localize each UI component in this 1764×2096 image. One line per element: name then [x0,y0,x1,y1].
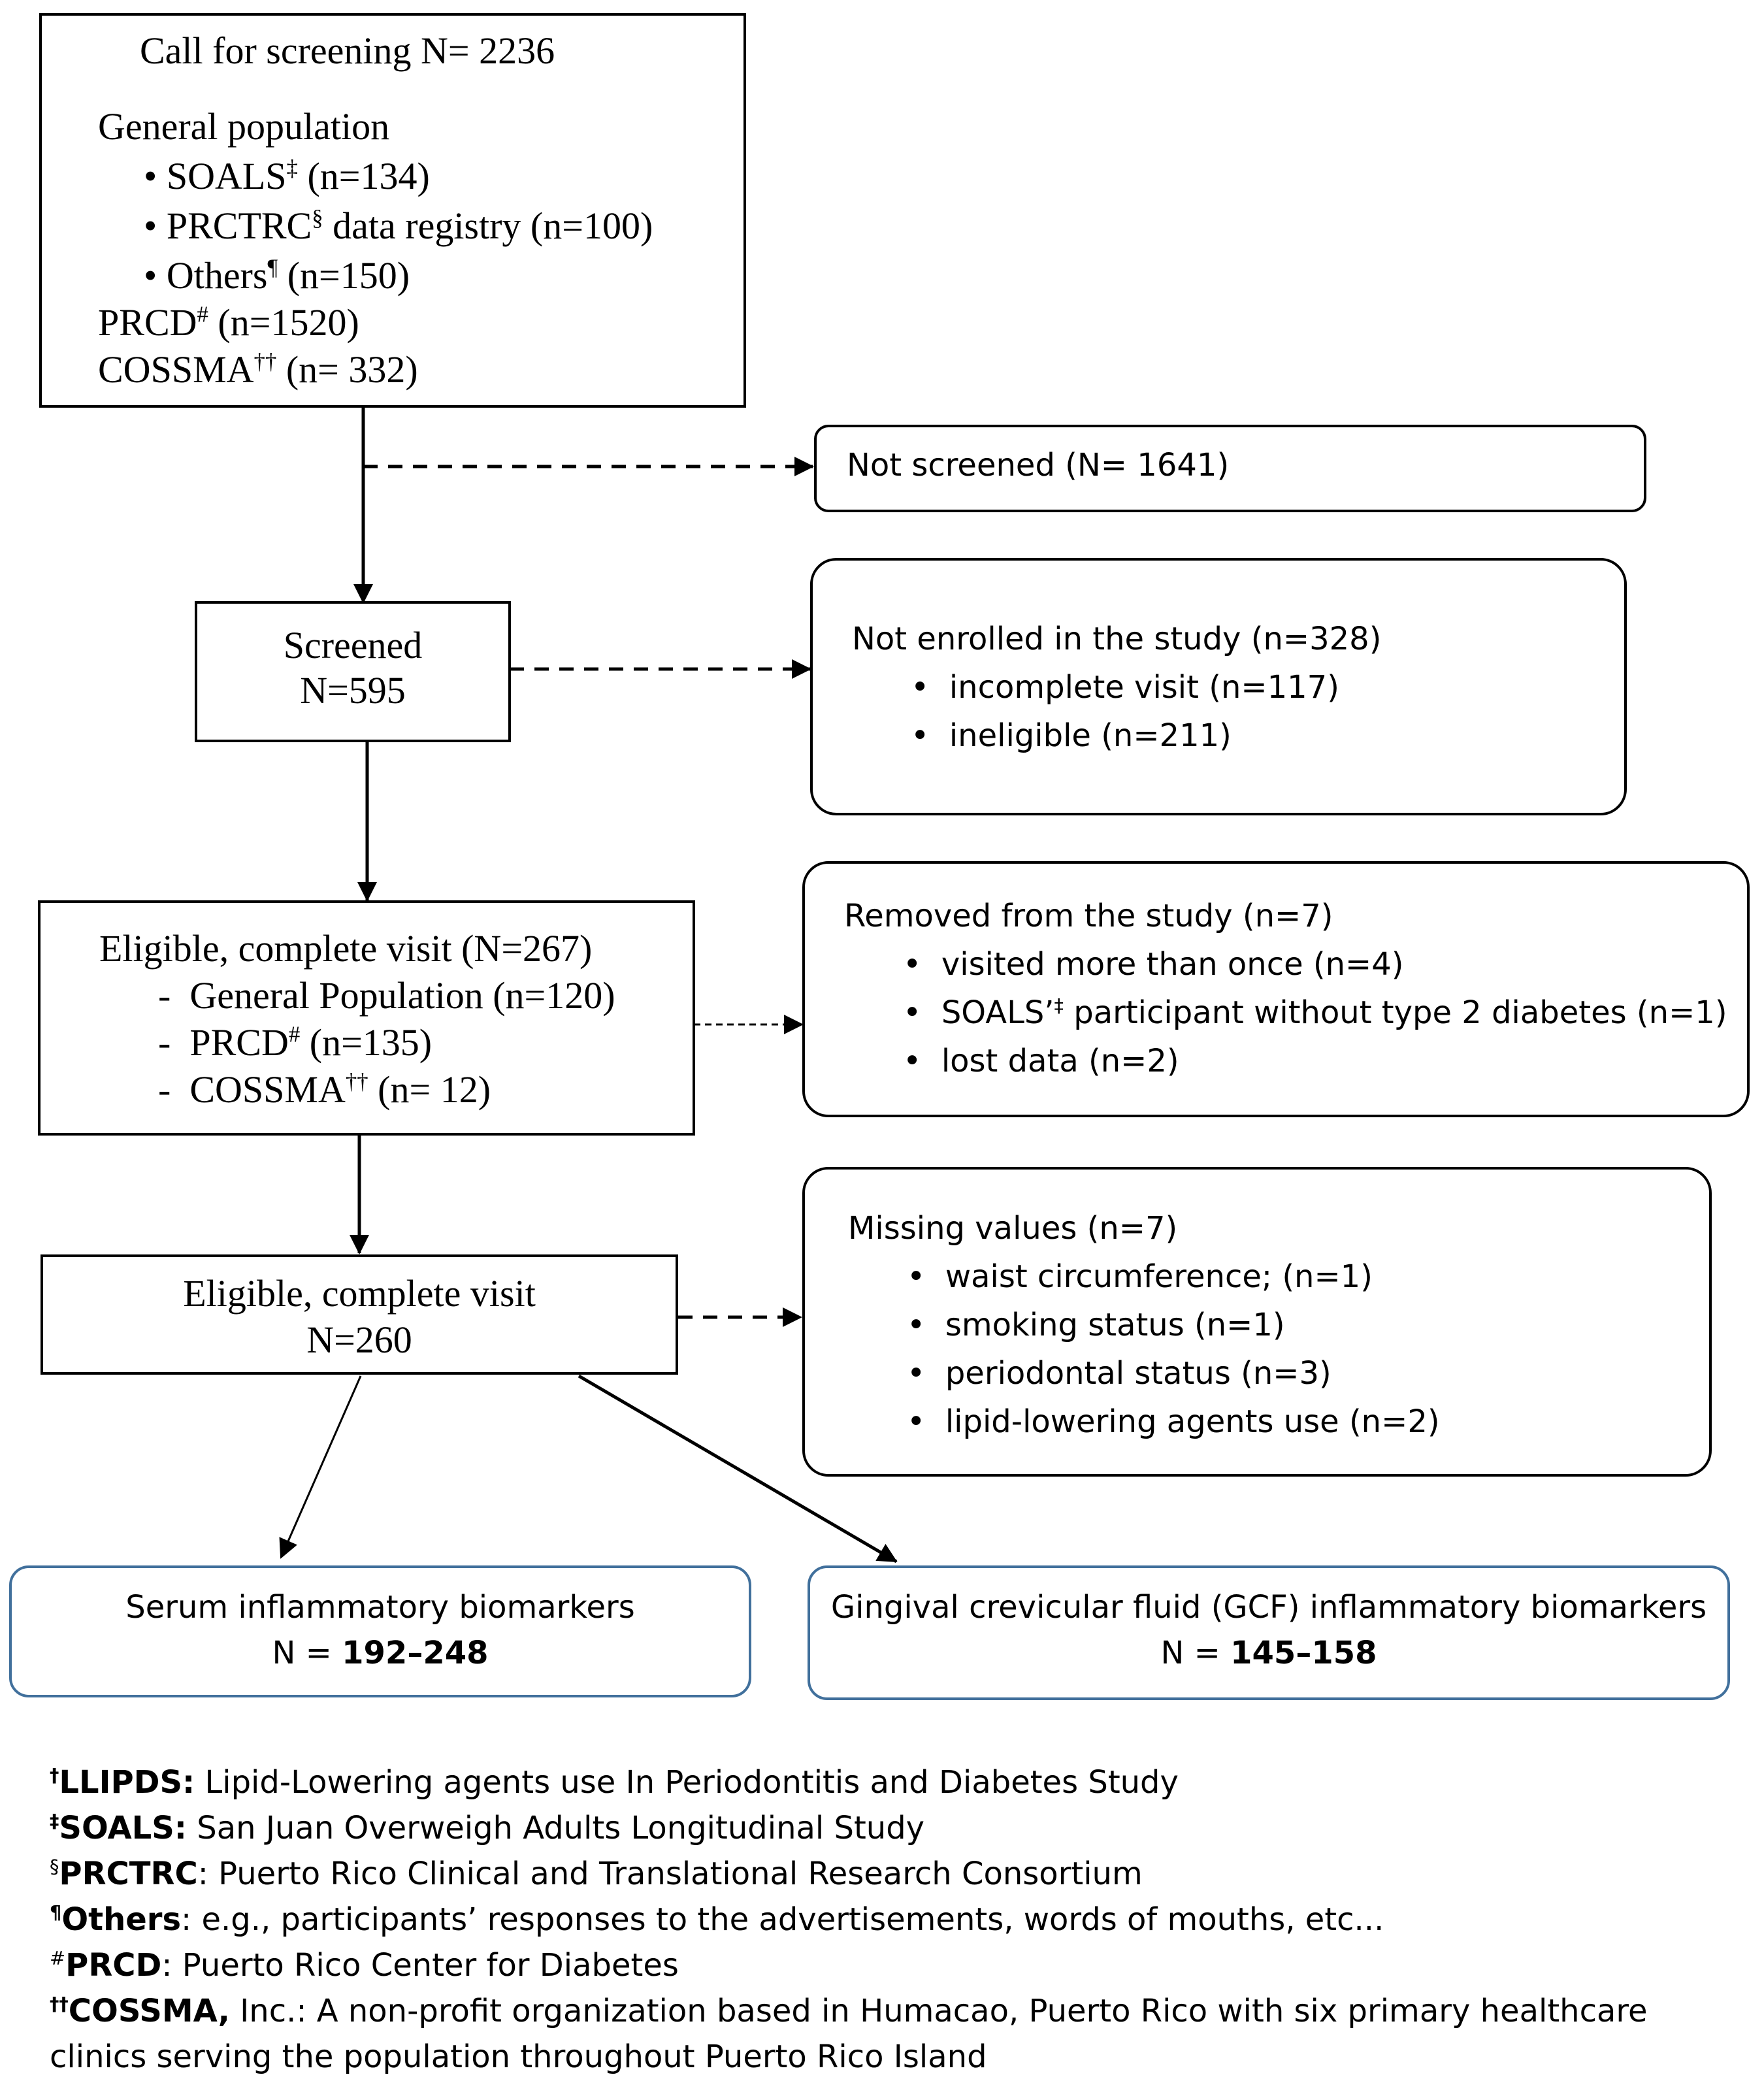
list-item-general: - General Population (n=120) [158,974,615,1017]
footnote: †LLIPDS: Lipid-Lowering agents use In Pe… [50,1764,1179,1801]
footnote: §PRCTRC: Puerto Rico Clinical and Transl… [50,1856,1143,1892]
list-item-prctrc: • PRCTRC§ data registry (n=100) [144,205,653,247]
arrow-to-gcf [578,1374,898,1564]
dash-icon: - [158,1068,190,1111]
list-item: • waist circumference; (n=1) [907,1258,1373,1295]
eligible-final-box: Eligible, complete visit N=260 [41,1254,678,1375]
list-item-prcd: PRCD# (n=1520) [98,301,359,344]
list-item-cossma: - COSSMA†† (n= 12) [158,1068,491,1111]
list-item: • smoking status (n=1) [907,1307,1285,1343]
bullet-icon: • [907,1307,945,1343]
gcf-count: N = 145–158 [1160,1635,1377,1671]
general-population-label: General population [98,105,390,148]
not-enrolled-title: Not enrolled in the study (n=328) [852,621,1382,657]
bullet-icon: • [903,994,941,1031]
gcf-title: Gingival crevicular fluid (GCF) inflamma… [830,1589,1707,1626]
not-enrolled-box: Not enrolled in the study (n=328) • inco… [810,558,1627,815]
missing-title: Missing values (n=7) [848,1210,1178,1247]
footnote-continuation: clinics serving the population throughou… [50,2039,987,2075]
bullet-icon: • [144,205,167,247]
serum-count: N = 192–248 [272,1635,489,1671]
bullet-icon: • [903,946,941,983]
gcf-biomarkers-box: Gingival crevicular fluid (GCF) inflamma… [808,1565,1730,1700]
list-item: • periodontal status (n=3) [907,1355,1331,1392]
list-item: • lost data (n=2) [903,1043,1179,1079]
list-item: • SOALS’‡ participant without type 2 dia… [903,994,1727,1031]
missing-values-box: Missing values (n=7) • waist circumferen… [802,1167,1712,1477]
list-item-prcd: - PRCD# (n=135) [158,1021,433,1064]
not-screened-label: Not screened (N= 1641) [847,447,1230,483]
not-screened-box: Not screened (N= 1641) [814,425,1646,512]
footnote: ¶Others: e.g., participants’ responses t… [50,1901,1384,1938]
arrow-to-serum [279,1375,362,1559]
footnote: ††COSSMA, Inc.: A non-profit organizatio… [50,1993,1648,2029]
screened-box: Screened N=595 [195,601,511,742]
dash-icon: - [158,974,190,1017]
eligible-complete-visit-box: Eligible, complete visit (N=267) - Gener… [38,900,695,1136]
list-item: • lipid-lowering agents use (n=2) [907,1403,1440,1440]
removed-box: Removed from the study (n=7) • visited m… [802,861,1750,1117]
serum-biomarkers-box: Serum inflammatory biomarkers N = 192–24… [9,1565,751,1697]
list-item-soals: • SOALS‡ (n=134) [144,155,430,197]
bullet-icon: • [144,254,167,297]
screened-label: Screened [283,624,423,666]
eligible-final-count: N=260 [306,1318,412,1361]
list-item: • ineligible (n=211) [911,717,1232,754]
footnote: #PRCD: Puerto Rico Center for Diabetes [50,1947,679,1984]
list-item: • incomplete visit (n=117) [911,669,1339,706]
footnote: ‡SOALS: San Juan Overweigh Adults Longit… [50,1810,925,1846]
bullet-icon: • [907,1258,945,1295]
screened-count: N=595 [300,669,406,712]
list-item-cossma: COSSMA†† (n= 332) [98,348,418,391]
bullet-icon: • [911,669,949,706]
bullet-icon: • [903,1043,941,1079]
dash-icon: - [158,1021,190,1064]
call-for-screening-box: Call for screening N= 2236 General popul… [39,13,746,408]
footnotes: †LLIPDS: Lipid-Lowering agents use In Pe… [50,1764,1722,2091]
bullet-icon: • [911,717,949,754]
serum-title: Serum inflammatory biomarkers [125,1589,635,1626]
bullet-icon: • [907,1355,945,1392]
removed-title: Removed from the study (n=7) [844,898,1333,934]
eligible-final-label: Eligible, complete visit [183,1272,536,1315]
bullet-icon: • [144,155,167,197]
list-item-others: • Others¶ (n=150) [144,254,410,297]
call-title: Call for screening N= 2236 [140,29,555,72]
eligible-title: Eligible, complete visit (N=267) [99,927,593,970]
list-item: • visited more than once (n=4) [903,946,1404,983]
bullet-icon: • [907,1403,945,1440]
